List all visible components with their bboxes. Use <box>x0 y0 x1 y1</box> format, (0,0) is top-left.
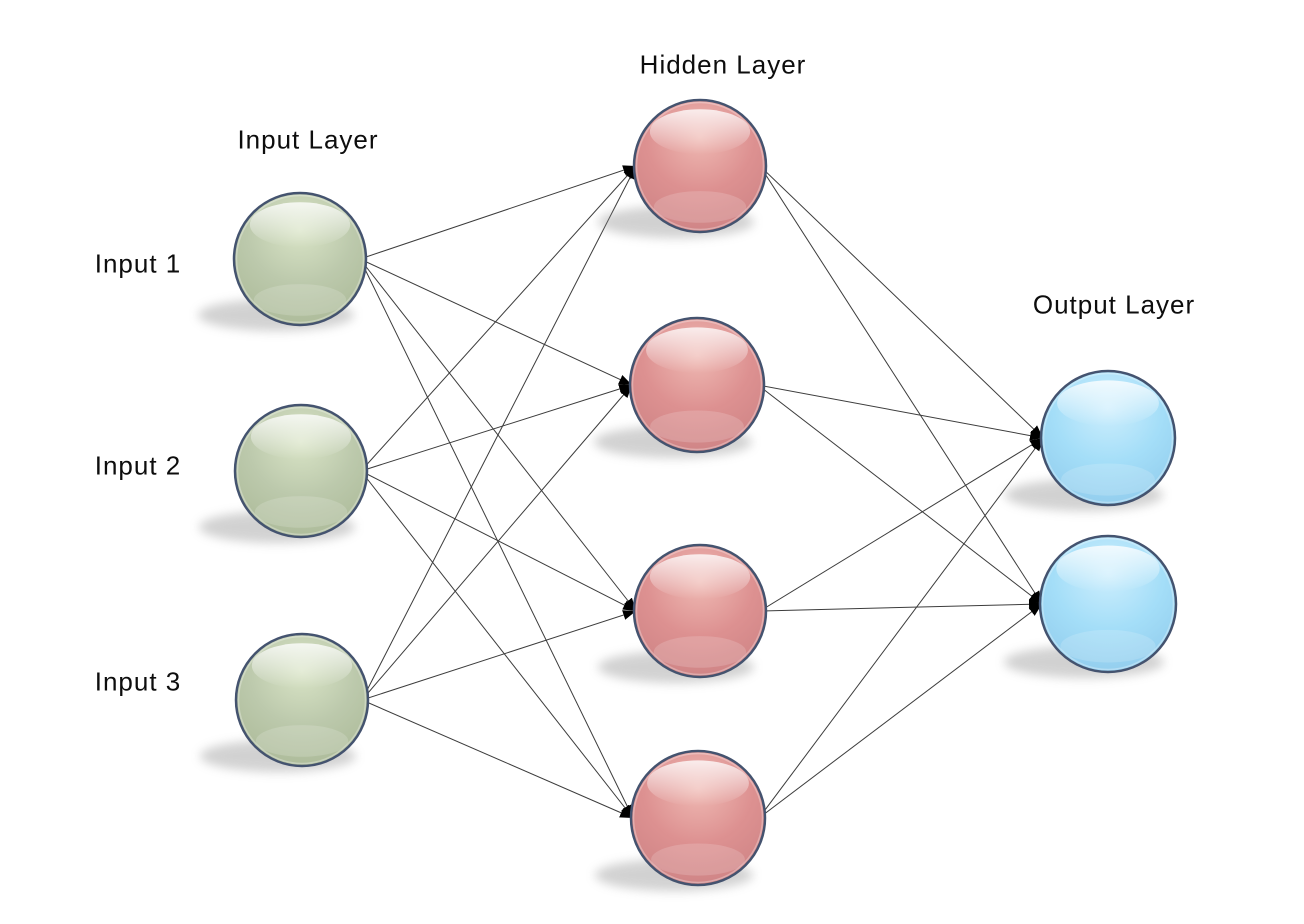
edge-input-1-to-hidden-1 <box>359 165 637 260</box>
node-output-1 <box>1005 369 1177 511</box>
node-bottom-sheen <box>653 191 747 223</box>
hidden-layer-title: Hidden Layer <box>639 49 807 80</box>
node-inner-ring <box>632 752 764 884</box>
node-inner-ring <box>237 635 367 765</box>
node-hidden-4 <box>595 749 767 891</box>
node-bottom-sheen <box>650 410 744 443</box>
nodes <box>198 98 1178 891</box>
node-gloss <box>647 760 749 806</box>
node-hidden-3 <box>598 543 768 683</box>
node-gloss <box>1057 380 1159 426</box>
node-bottom-sheen <box>253 284 347 316</box>
node-gloss <box>250 414 352 460</box>
node-inner-ring <box>631 319 763 451</box>
edge-hidden-3-to-output-2 <box>759 599 1043 612</box>
edge-input-2-to-hidden-4 <box>360 470 634 819</box>
node-bottom-sheen <box>1060 629 1156 663</box>
node-input-1 <box>198 191 368 331</box>
edge-hidden-2-to-output-1 <box>757 384 1044 441</box>
node-hidden-1 <box>598 98 768 238</box>
edge-hidden-1-to-output-2 <box>759 165 1043 605</box>
edge-hidden-2-to-output-2 <box>757 384 1043 605</box>
node-gloss <box>649 554 751 600</box>
edge-input-3-to-hidden-2 <box>361 384 633 701</box>
edge-hidden-4-to-output-2 <box>758 603 1043 819</box>
input-layer-title: Input Layer <box>237 124 379 155</box>
edge-hidden-3-to-output-1 <box>759 437 1044 612</box>
node-inner-ring <box>1041 537 1175 671</box>
node-inner-ring <box>236 406 366 536</box>
node-input-2 <box>199 403 369 543</box>
node-gloss <box>1056 545 1160 592</box>
node-bottom-sheen <box>1061 463 1155 496</box>
edge-input-1-to-hidden-4 <box>359 258 634 819</box>
node-gloss <box>649 109 751 155</box>
node-bottom-sheen <box>651 843 745 876</box>
node-gloss <box>646 327 748 373</box>
edge-input-3-to-hidden-4 <box>361 699 634 819</box>
input-2-label: Input 2 <box>94 450 182 481</box>
node-input-3 <box>200 632 370 772</box>
node-inner-ring <box>235 194 365 324</box>
edge-input-2-to-hidden-1 <box>360 165 637 472</box>
edge-hidden-1-to-output-1 <box>759 165 1044 439</box>
node-gloss <box>251 643 353 689</box>
edge-input-3-to-hidden-3 <box>361 610 637 701</box>
node-gloss <box>249 202 351 248</box>
edge-hidden-4-to-output-1 <box>758 437 1044 819</box>
edge-input-3-to-hidden-1 <box>361 165 637 701</box>
edges <box>359 165 1044 819</box>
node-inner-ring <box>635 101 765 231</box>
node-inner-ring <box>1042 372 1174 504</box>
node-bottom-sheen <box>254 496 348 528</box>
node-hidden-2 <box>594 316 766 458</box>
input-3-label: Input 3 <box>94 666 182 697</box>
node-bottom-sheen <box>255 725 349 757</box>
input-1-label: Input 1 <box>94 248 182 279</box>
edge-input-2-to-hidden-2 <box>360 384 633 472</box>
node-bottom-sheen <box>653 636 747 668</box>
node-inner-ring <box>635 546 765 676</box>
node-output-2 <box>1004 534 1178 678</box>
output-layer-title: Output Layer <box>1032 289 1196 320</box>
